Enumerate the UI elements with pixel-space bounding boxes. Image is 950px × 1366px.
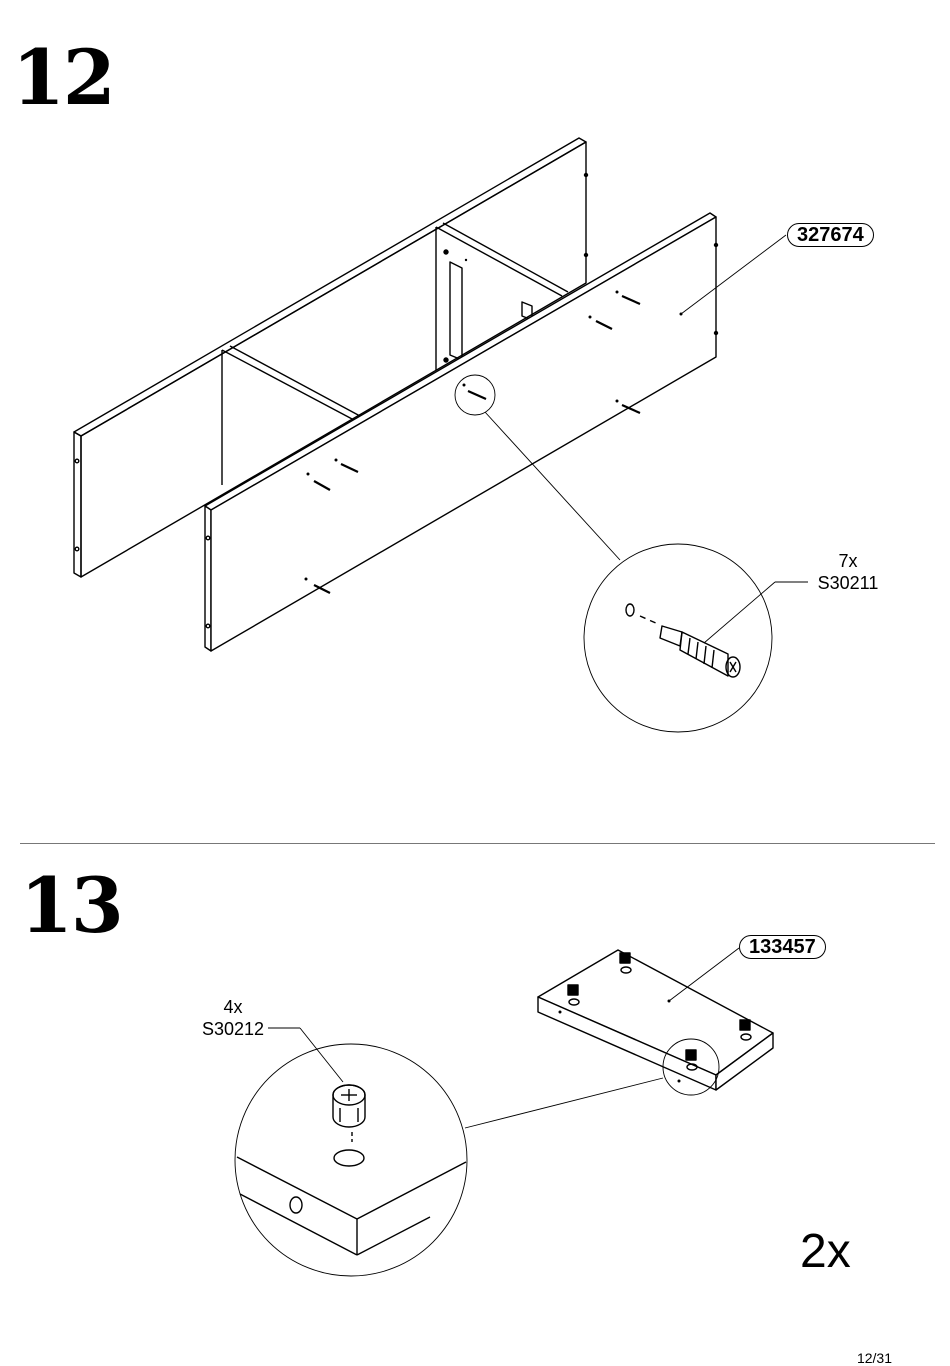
cam-lock-icon <box>333 1085 365 1142</box>
step-number: 13 <box>20 868 122 944</box>
connector-bolt-icon <box>626 604 740 677</box>
section-divider <box>20 843 935 844</box>
front-panel <box>205 213 718 651</box>
part-leader-line-2 <box>669 948 739 1001</box>
small-board <box>538 950 773 1090</box>
repeat-multiplier: 2x <box>800 1228 851 1276</box>
board-edge-closeup <box>237 1150 466 1255</box>
page-number: 12/31 <box>857 1351 892 1365</box>
detail-callout-circle-2 <box>235 1039 719 1276</box>
fitting-label: 7x S30211 <box>808 550 888 594</box>
fitting-code: S30211 <box>808 572 888 594</box>
fitting-leader-line <box>704 582 775 643</box>
fitting-label: 4x S30212 <box>193 996 273 1040</box>
fitting-quantity: 4x <box>193 996 273 1018</box>
step-number: 12 <box>12 40 114 116</box>
fitting-quantity: 7x <box>808 550 888 572</box>
fitting-code: S30212 <box>193 1018 273 1040</box>
part-number-label: 133457 <box>739 935 826 959</box>
part-number-label: 327674 <box>787 223 874 247</box>
